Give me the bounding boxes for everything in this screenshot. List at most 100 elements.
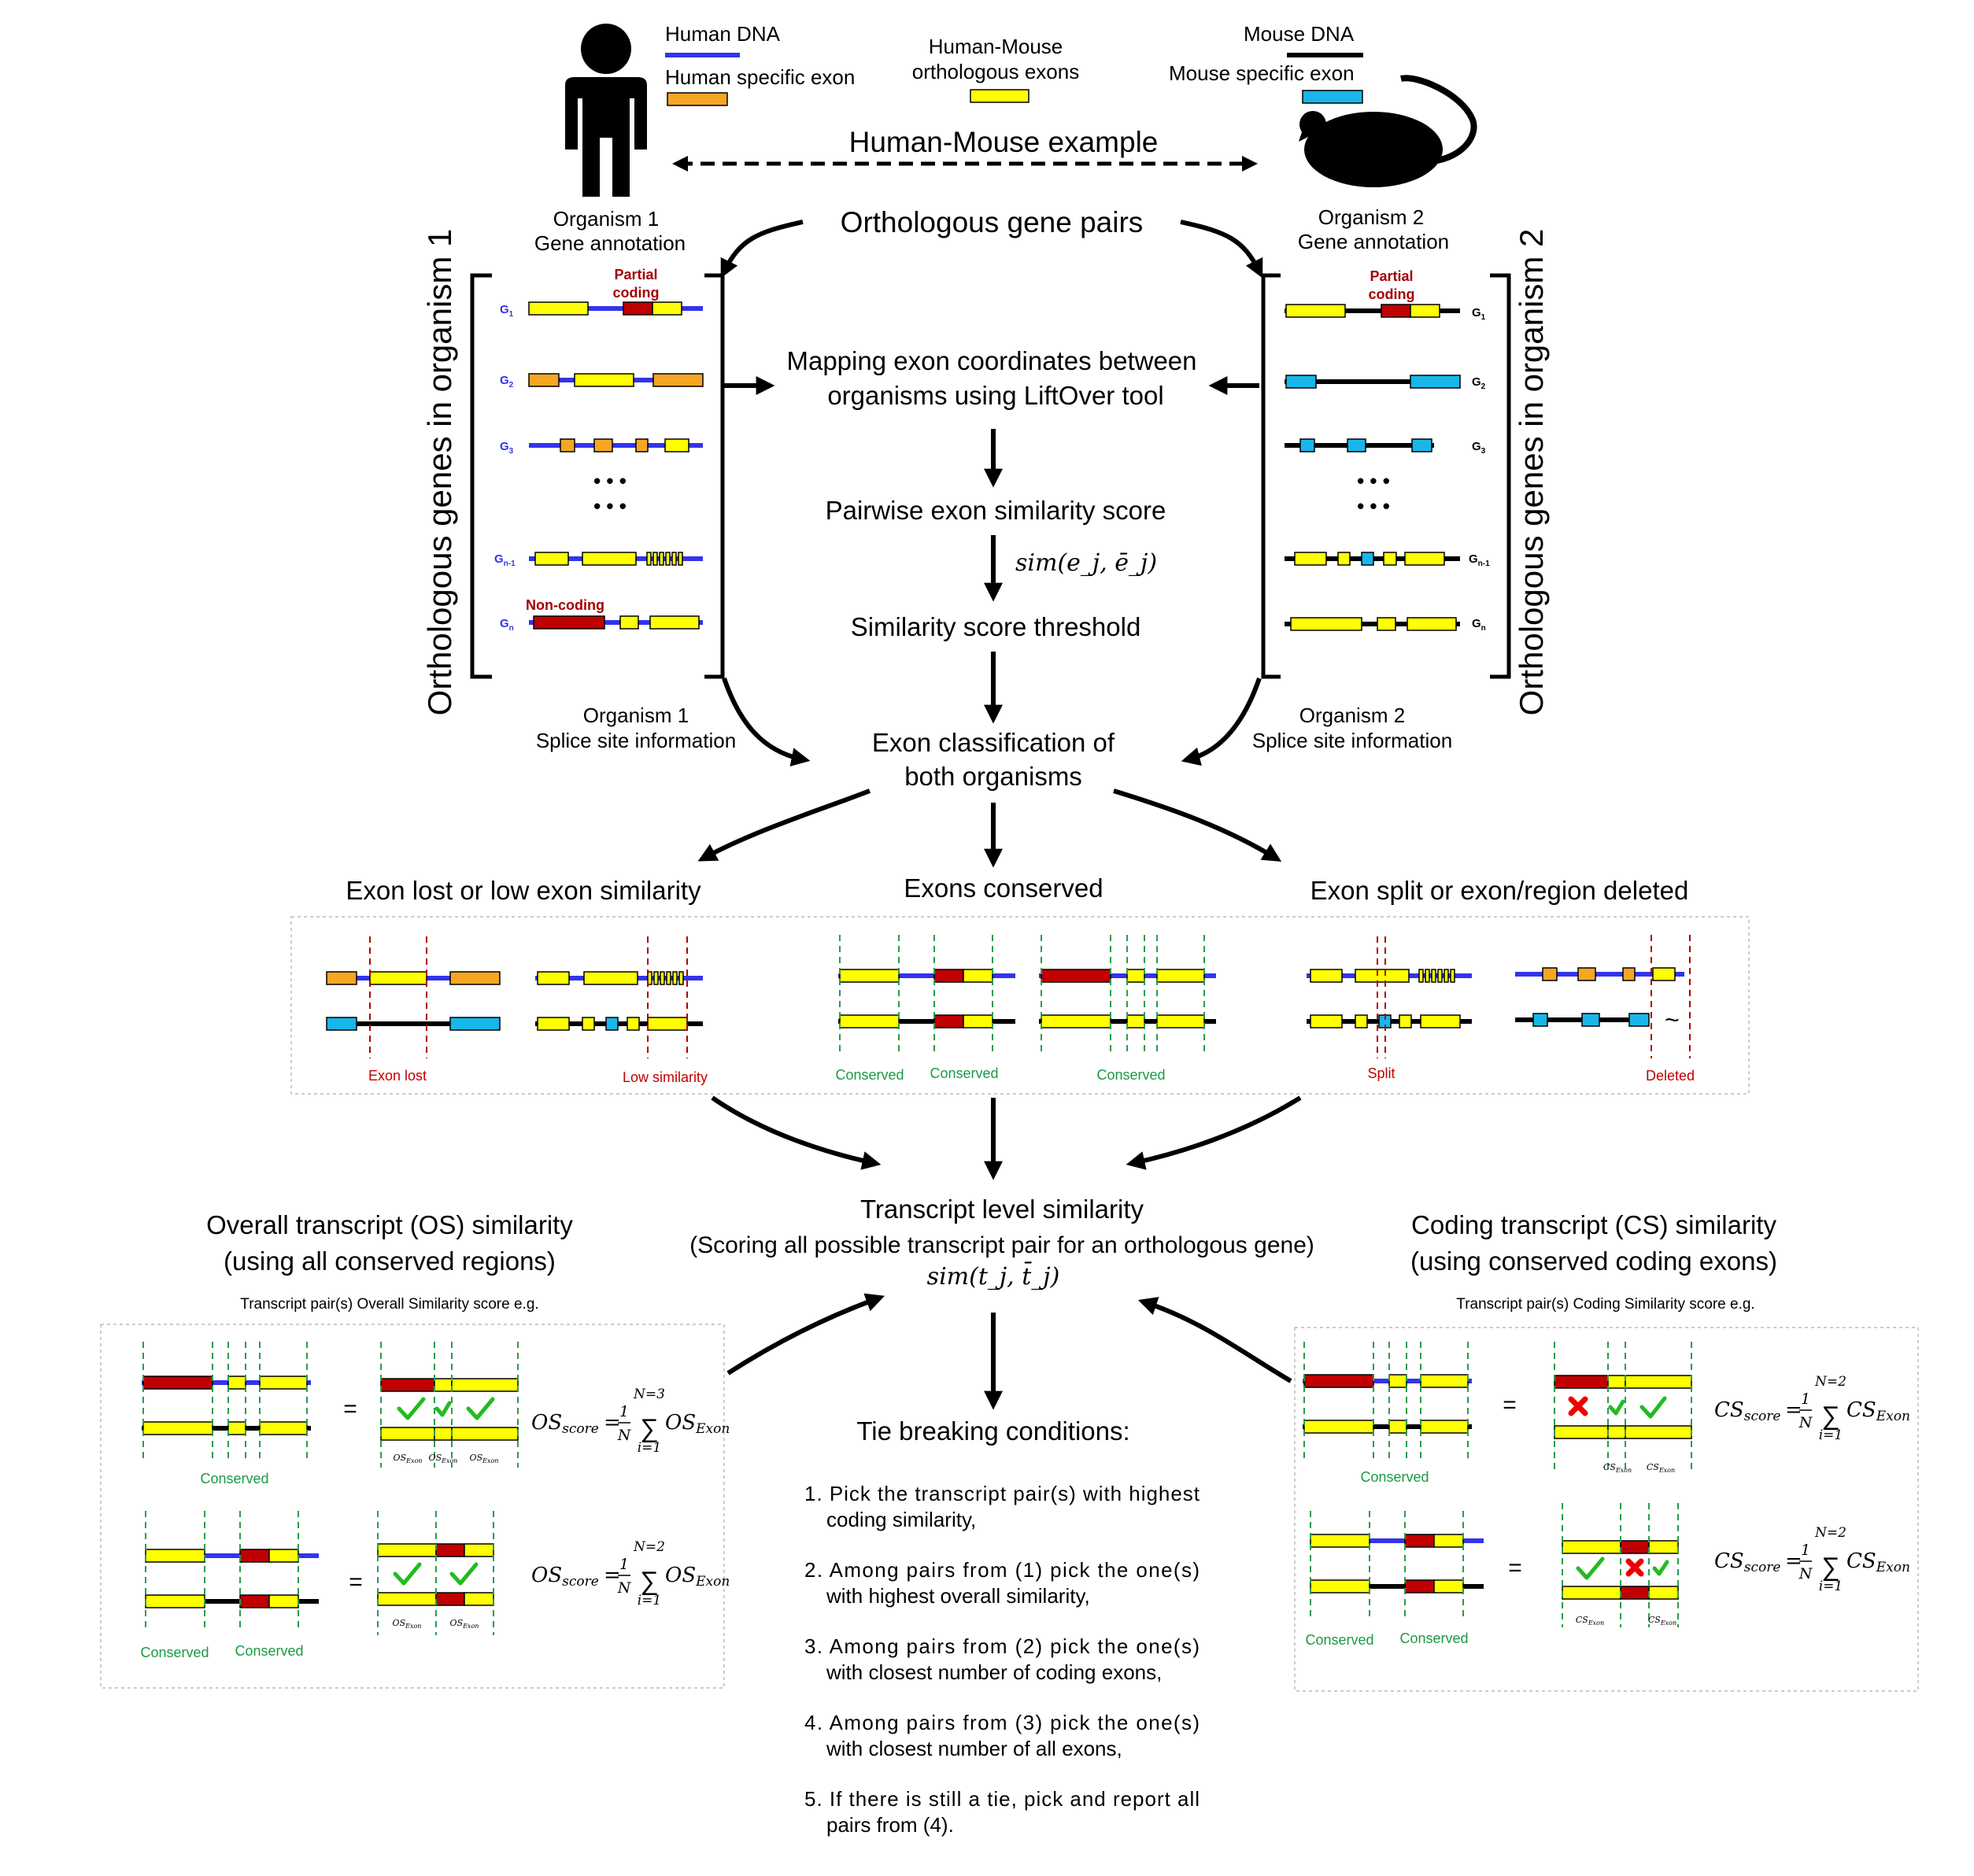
os-example-caption: Transcript pair(s) Overall Similarity sc… (240, 1296, 538, 1313)
exon (1420, 1374, 1469, 1388)
cs-exon-label: CSExon (1576, 1615, 1604, 1627)
org2-splice-1: Organism 2 (1299, 704, 1405, 727)
org1-g1-coding-exon (623, 301, 653, 316)
exon (145, 1594, 205, 1608)
coding-exon (1620, 1540, 1650, 1554)
category-conserved: Exons conserved (904, 873, 1103, 903)
exon (1433, 1534, 1464, 1548)
exon (326, 1017, 357, 1031)
exon (1355, 969, 1410, 983)
conserved-label: Conserved (930, 1065, 998, 1081)
gene-label-g1: G1 (500, 303, 514, 319)
exon (259, 1421, 308, 1435)
check-icon (434, 1401, 452, 1417)
exon (1562, 1586, 1621, 1600)
cs-exon-symbol: CSExon (1846, 1398, 1910, 1424)
os-exon-label: OSExon (393, 1618, 422, 1630)
org2-partial-label: Partial (1370, 268, 1413, 284)
gene-label-gn: Gn (500, 617, 514, 633)
org1-g1-exon (652, 301, 682, 316)
cs-example-2: Conserved Conserved = CSExon CSExon CSsc… (1305, 1503, 1910, 1648)
tie-breaking-title: Tie breaking conditions: (856, 1416, 1129, 1446)
boundary-lines (380, 1342, 519, 1468)
legend-human-specific-swatch (667, 92, 728, 106)
org1-g3-exon (593, 438, 613, 452)
os-exon-label: OSExon (470, 1453, 499, 1464)
conserved-label: Conserved (235, 1643, 303, 1659)
org2-right-bracket (1490, 273, 1511, 679)
org1-annotation-1: Organism 1 (553, 207, 659, 231)
transcript-subtitle: (Scoring all possible transcript pair fo… (689, 1232, 1314, 1258)
formula-lower-limit: i=1 (638, 1440, 662, 1456)
org2-g1-exon (1285, 304, 1346, 318)
exon (582, 1017, 595, 1031)
exon (449, 1017, 501, 1031)
exon (1355, 1014, 1368, 1028)
equals-sign: = (349, 1569, 363, 1595)
legend-orthologous-2: orthologous exons (912, 60, 1079, 83)
arrow-split-to-transcript (1126, 1095, 1302, 1170)
legend-human-specific-exon: Human specific exon (665, 65, 855, 89)
org1-gn-exon (649, 615, 700, 630)
org2-gene-label-g3: G3 (1472, 440, 1486, 456)
org2-gn1-exon (1294, 552, 1327, 566)
org2-g3-exon (1347, 438, 1366, 452)
exon (1648, 1586, 1679, 1600)
sim-exon-formula: sim(e_j, ē_j) (1015, 549, 1157, 577)
exon (449, 971, 501, 985)
exon (1420, 1420, 1469, 1434)
coding-exon (933, 1014, 964, 1028)
org1-side-label: Orthologous genes in organism 1 (421, 229, 458, 716)
sigma-symbol: ∑ (640, 1413, 659, 1442)
org2-gene-label-g2: G2 (1472, 375, 1486, 391)
org2-gn1-exon (1383, 552, 1397, 566)
coding-exon (380, 1378, 435, 1392)
os-formula-2: OSscore = 1 N N=2 ∑ i=1 OSExon (531, 1539, 730, 1608)
sigma-symbol: ∑ (1821, 1552, 1840, 1581)
os-exon-symbol: OSExon (665, 1411, 730, 1437)
exon (434, 1427, 453, 1441)
org1-splice-1: Organism 1 (583, 704, 689, 727)
exon (380, 1427, 435, 1441)
conserved-example-1: Conserved Conserved (835, 935, 1015, 1083)
org1-g3-exon (664, 438, 689, 452)
exon (1622, 967, 1636, 981)
check-icon (1608, 1399, 1625, 1416)
threshold-step: Similarity score threshold (851, 612, 1141, 641)
cross-icon (1568, 1396, 1588, 1416)
org2-gn-exon (1377, 617, 1396, 631)
exon (464, 1543, 494, 1557)
org2-gn-exon (1407, 617, 1457, 631)
org2-coding-label: coding (1369, 286, 1415, 302)
os-exon-label: OSExon (394, 1453, 423, 1464)
coding-exon (1554, 1375, 1609, 1389)
arrow-org1-splice-to-classification (722, 678, 811, 766)
exon (259, 1376, 308, 1390)
formula-numerator: 1 (1801, 1542, 1810, 1559)
org2-ellipsis-1: • • • (1357, 469, 1390, 493)
check-icon (1576, 1557, 1605, 1580)
org2-g2-exon (1410, 375, 1461, 389)
category-panel (290, 916, 1750, 1095)
conserved-label: Conserved (140, 1645, 209, 1660)
org2-gn1-exon (1361, 552, 1374, 566)
arrow-lost-to-transcript (711, 1095, 882, 1170)
exon (1532, 1013, 1548, 1027)
arrow-to-split (1113, 788, 1282, 862)
legend-orthologous-1: Human-Mouse (929, 35, 1063, 58)
os-example-2: Conserved Conserved = OSExon OSExon OSsc… (140, 1511, 730, 1660)
exon (1388, 1420, 1407, 1434)
org2-g3-exon (1411, 438, 1432, 452)
stripe-exons (647, 971, 684, 985)
tie-item-2-line1: 2. Among pairs from (1) pick the one(s) (804, 1558, 1200, 1582)
org1-g2-exon (574, 373, 634, 387)
arrow-cs-to-transcript (1137, 1297, 1292, 1383)
org1-coding-label: coding (613, 285, 660, 301)
cs-score-symbol: CSscore (1714, 1398, 1780, 1424)
conserved-label: Conserved (1399, 1630, 1468, 1646)
org2-splice-2: Splice site information (1252, 729, 1452, 752)
exon (145, 1549, 205, 1563)
tie-item-4-line2: with closest number of all exons, (826, 1737, 1122, 1760)
formula-denominator: N (617, 1579, 632, 1597)
